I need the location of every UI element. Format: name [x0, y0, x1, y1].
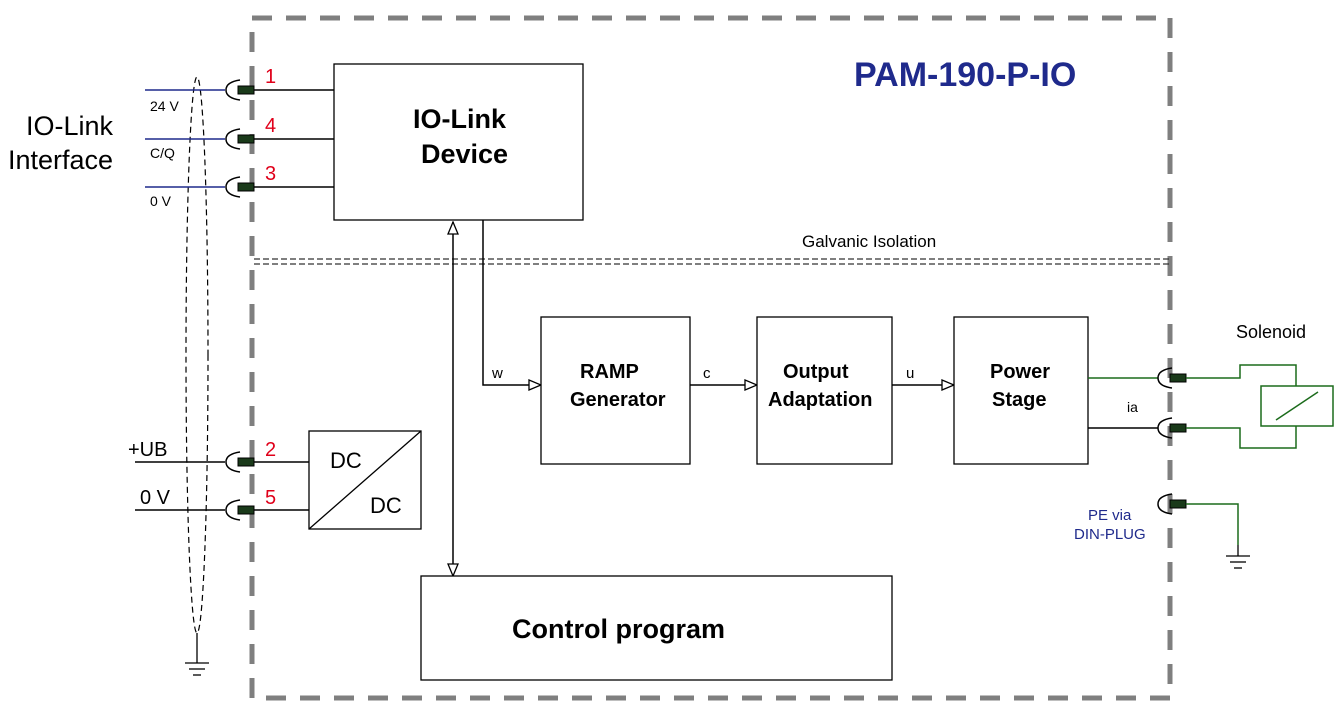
power-stage-block [953, 316, 1089, 465]
wire-label-cq: C/Q [150, 145, 175, 161]
supply-label-ub: +UB [128, 439, 167, 461]
io-link-device-block [333, 63, 584, 221]
pin-number-2: 2 [265, 439, 276, 461]
wire-label-0v-io: 0 V [150, 193, 172, 209]
signal-c: c [703, 365, 711, 382]
power-supply-wires [135, 461, 309, 511]
dc-dc-label-in: DC [330, 448, 362, 473]
solenoid-wiring [1186, 364, 1297, 545]
pe-label-line1: PE via [1088, 507, 1132, 524]
output-adaptation-block [756, 316, 893, 465]
shield-ground-icon [185, 633, 209, 676]
signal-w: w [491, 365, 503, 382]
interface-label-line2: Interface [8, 145, 113, 175]
galvanic-isolation-label: Galvanic Isolation [802, 232, 936, 251]
w-signal-wire [482, 220, 541, 385]
ramp-generator-block [540, 316, 691, 465]
dc-dc-diagonal [308, 430, 422, 530]
io-link-internal-wires [254, 89, 334, 188]
pe-ground-icon [1226, 545, 1250, 569]
pin-number-1: 1 [265, 66, 276, 88]
supply-label-0v: 0 V [140, 487, 171, 509]
io-link-wires [145, 89, 225, 188]
pin-number-3: 3 [265, 163, 276, 185]
signal-u: u [906, 365, 914, 382]
page-title: PAM-190-P-IO [854, 56, 1076, 94]
cable-shield [185, 76, 209, 634]
ramp-generator-line1: RAMP [580, 361, 639, 383]
power-stage-line1: Power [990, 361, 1050, 383]
module-boundary [249, 15, 1173, 701]
galvanic-isolation-line [254, 258, 1170, 265]
control-program-label: Control program [512, 614, 725, 644]
pin-number-4: 4 [265, 115, 276, 137]
solenoid-label: Solenoid [1236, 322, 1306, 342]
output-adaptation-line1: Output [783, 361, 849, 383]
signal-ia: ia [1127, 399, 1138, 415]
connector-pin5-icon [225, 499, 255, 521]
wire-label-24v: 24 V [150, 98, 179, 114]
output-adaptation-line2: Adaptation [768, 389, 872, 411]
control-program-block [420, 575, 893, 681]
io-link-device-line2: Device [421, 139, 508, 169]
pe-label-line2: DIN-PLUG [1074, 526, 1146, 543]
power-stage-line2: Stage [992, 389, 1046, 411]
solenoid-icon [1260, 385, 1334, 427]
interface-label-line1: IO-Link [26, 111, 114, 141]
io-link-device-line1: IO-Link [413, 104, 507, 134]
dc-dc-label-out: DC [370, 493, 402, 518]
ramp-generator-line2: Generator [570, 389, 666, 411]
pin-number-5: 5 [265, 487, 276, 509]
connector-pin2-icon [225, 451, 255, 473]
